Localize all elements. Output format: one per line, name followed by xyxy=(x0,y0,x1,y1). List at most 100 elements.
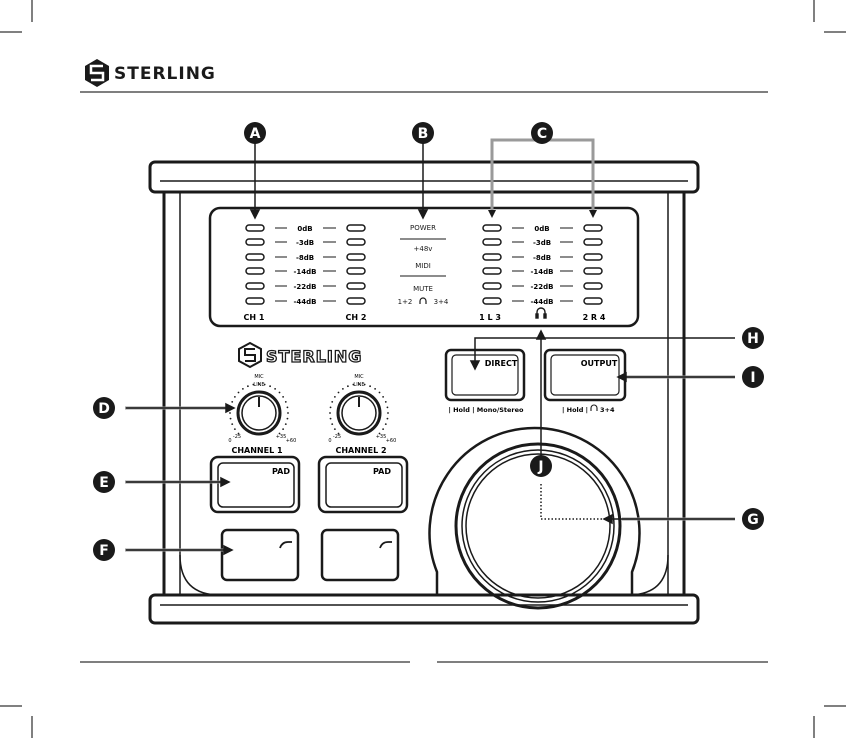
knob-tick xyxy=(329,412,331,414)
power-indicator: POWER xyxy=(410,224,436,232)
meter-led xyxy=(583,238,603,246)
svg-text:I: I xyxy=(750,370,755,386)
callout-g: G xyxy=(742,508,764,530)
meter-led xyxy=(482,297,502,305)
knob-tick xyxy=(363,383,366,386)
meter-level-label: 0dB xyxy=(297,225,312,233)
meter-level-label: -14dB xyxy=(531,268,554,276)
knob-tick xyxy=(386,417,389,420)
output-hint-pre: | Hold | xyxy=(562,406,588,415)
knob-tick xyxy=(237,432,240,435)
meter-led xyxy=(583,282,603,290)
meter-led xyxy=(245,253,265,261)
channel-1-gain-knob[interactable]: MIC LINE -25 0 +35 +60 xyxy=(228,374,296,444)
knob-tick xyxy=(282,428,285,431)
knob-tick xyxy=(274,387,277,390)
channel-1-pad-button[interactable]: PAD xyxy=(209,455,301,514)
callout-c: C xyxy=(531,122,553,144)
output-meter-scale: 0dB-3dB-8dB-14dB-22dB-44dB xyxy=(512,225,573,306)
meter-led xyxy=(245,224,265,232)
meter-led xyxy=(482,238,502,246)
knob-tick xyxy=(378,432,381,435)
meter-level-label: -14dB xyxy=(294,268,317,276)
channel-2-pad-button[interactable]: PAD xyxy=(317,455,409,514)
direct-hint: | Hold | Mono/Stereo xyxy=(448,406,524,415)
knob1-max-label: +60 xyxy=(286,438,297,444)
knob-tick xyxy=(247,385,249,388)
knob1-high-label: +35 xyxy=(276,434,287,440)
mute-left-label: 1+2 xyxy=(398,298,413,306)
knob-tick xyxy=(229,417,232,420)
knob-tick xyxy=(337,391,340,394)
meter-level-label: -44dB xyxy=(294,298,317,306)
meter-led xyxy=(245,282,265,290)
knob-tick xyxy=(329,406,332,409)
knob-tick xyxy=(333,395,336,398)
mute-indicator: MUTE xyxy=(413,285,433,293)
meter-panel: 0dB-3dB-8dB-14dB-22dB-44dB 0dB-3dB-8dB-1… xyxy=(244,224,606,322)
knob-tick xyxy=(384,423,387,425)
knob2-mic-label: MIC xyxy=(354,374,364,380)
knob-tick xyxy=(358,383,360,385)
knob-tick xyxy=(386,406,389,409)
headphone-icon xyxy=(535,307,547,319)
knob-tick xyxy=(378,391,381,394)
knob-tick xyxy=(229,412,231,414)
knob1-low-label: -25 xyxy=(233,434,241,440)
midi-indicator: MIDI xyxy=(415,262,431,270)
top-rail xyxy=(148,160,700,194)
knob-tick xyxy=(237,391,240,394)
channel-1-label: CHANNEL 1 xyxy=(231,446,282,455)
direct-label: DIRECT xyxy=(485,359,518,368)
knob-tick xyxy=(241,387,244,390)
svg-text:D: D xyxy=(98,401,110,417)
device-logo: STERLING xyxy=(238,341,362,369)
knob-tick xyxy=(233,395,236,398)
knob-tick xyxy=(341,387,344,390)
knob1-zero-label: 0 xyxy=(228,438,231,444)
output-hint: | Hold | 3+4 xyxy=(562,404,615,415)
svg-text:F: F xyxy=(99,543,109,559)
channel-2-highpass-button[interactable] xyxy=(320,528,400,582)
knob-tick xyxy=(347,385,349,388)
channel-1-highpass-button[interactable] xyxy=(220,528,300,582)
callout-i: I xyxy=(742,366,764,388)
knob-tick xyxy=(352,383,355,386)
meter-level-label: -22dB xyxy=(531,283,554,291)
ch2-meter-label: CH 2 xyxy=(346,313,367,322)
pad-label: PAD xyxy=(272,467,290,476)
meter-window xyxy=(208,206,640,328)
callout-a: A xyxy=(244,122,266,144)
device-brand: STERLING xyxy=(266,347,362,366)
knob-tick xyxy=(374,387,377,390)
meter-led xyxy=(346,224,366,232)
pointer-lines xyxy=(126,140,735,556)
meter-led xyxy=(482,267,502,275)
knob2-low-label: -25 xyxy=(333,434,341,440)
phantom-indicator: +48v xyxy=(414,245,433,253)
highpass-icon xyxy=(279,541,292,549)
callout-j: J xyxy=(530,455,552,477)
knob-tick xyxy=(278,432,281,435)
highpass-icon xyxy=(379,541,392,549)
direct-button[interactable]: DIRECT xyxy=(444,348,526,402)
svg-text:A: A xyxy=(250,126,261,142)
channel-2-gain-knob[interactable]: MIC LINE -25 0 +35 +60 xyxy=(328,374,396,444)
meter-led xyxy=(583,224,603,232)
knob-tick xyxy=(287,412,289,414)
meter-led xyxy=(346,282,366,290)
knob2-zero-label: 0 xyxy=(328,438,331,444)
knob-tick xyxy=(329,417,332,420)
knob-tick xyxy=(333,428,336,431)
knob-tick xyxy=(284,401,287,403)
meter-led xyxy=(583,267,603,275)
leader-lines xyxy=(125,138,735,552)
main-volume-knob[interactable] xyxy=(428,426,641,610)
pad-label: PAD xyxy=(373,467,391,476)
knob2-high-label: +35 xyxy=(376,434,387,440)
output-right-label: 2 R 4 xyxy=(583,313,606,322)
knob1-line-label: LINE xyxy=(253,382,264,388)
output-button[interactable]: OUTPUT xyxy=(543,348,627,402)
svg-text:J: J xyxy=(537,459,543,475)
